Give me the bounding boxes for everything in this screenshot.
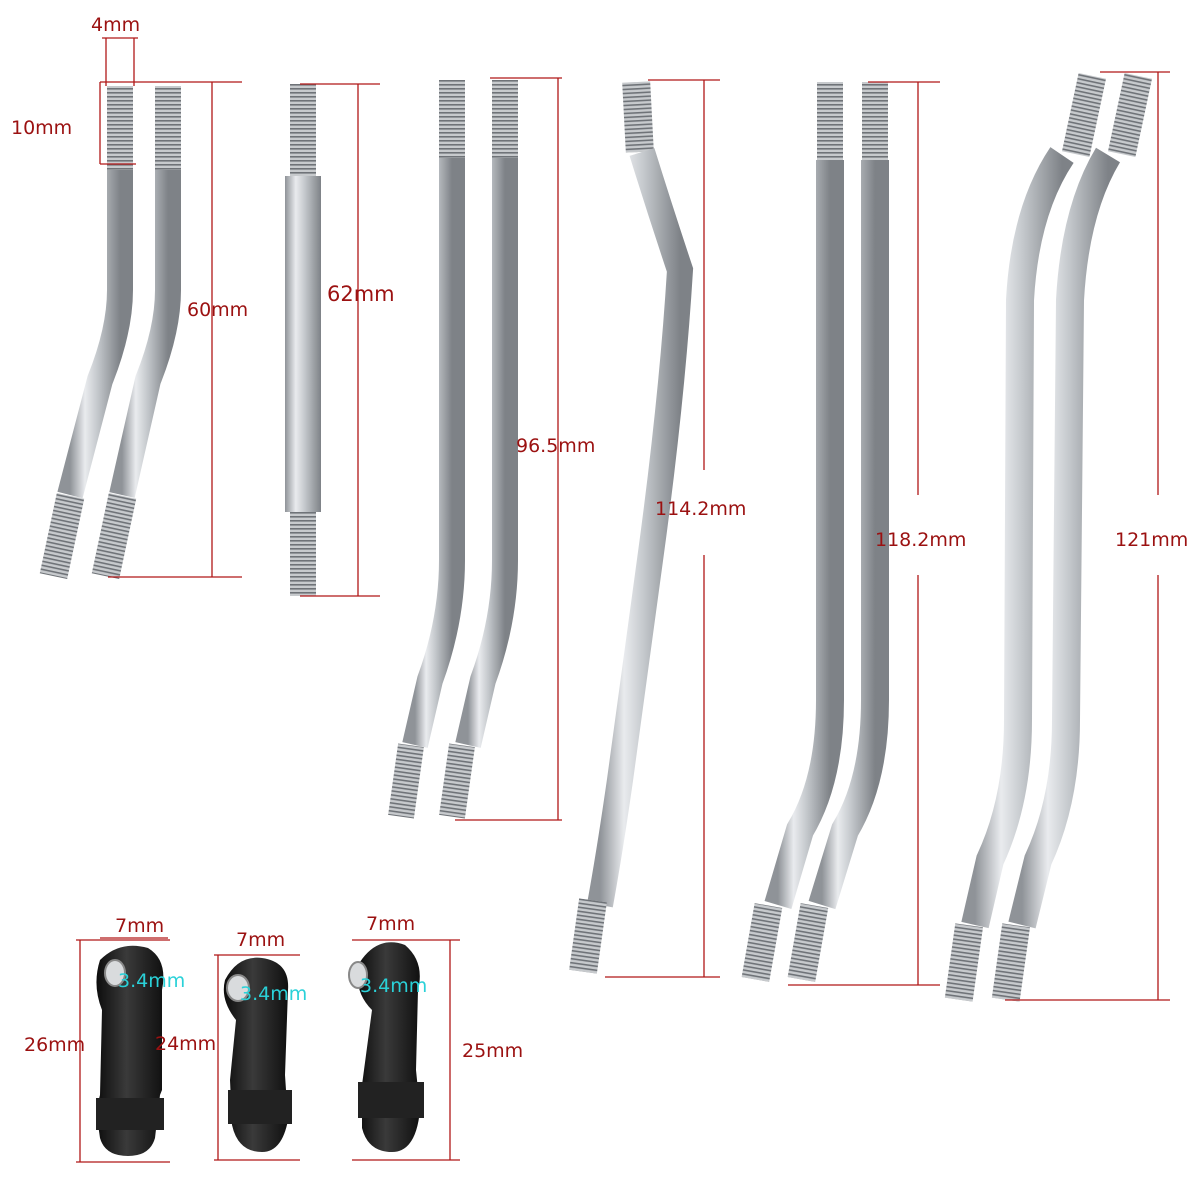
rod-set-96-5mm: 96.5mm	[388, 77, 595, 821]
rod-length-label: 121mm	[1115, 529, 1188, 551]
rod-shaft	[57, 170, 133, 499]
rod-shaft	[961, 147, 1074, 929]
rod-end-hex-collar	[228, 1090, 292, 1124]
rod-end-1: 7mm 3.4mm 26mm	[24, 915, 185, 1163]
rod-shaft	[285, 176, 321, 512]
rod-end-height-label: 24mm	[155, 1033, 216, 1055]
rod-thread-top	[817, 82, 843, 160]
thread-diameter-label: 4mm	[91, 14, 140, 36]
rod-thread-top	[862, 82, 888, 160]
rod-thread-top	[1061, 72, 1107, 158]
rod-end-height-label: 25mm	[462, 1040, 523, 1062]
rod-thread-top	[1107, 72, 1153, 158]
rod-thread-bottom	[290, 512, 316, 596]
rod-end-width-label: 7mm	[236, 929, 285, 951]
rod-thread-bottom	[388, 743, 424, 819]
rod-118-2mm-b	[787, 82, 889, 982]
rod-shaft	[1008, 147, 1121, 929]
rod-96-5mm-a	[388, 80, 465, 819]
rod-shaft	[109, 170, 181, 498]
rod-thread-bottom	[991, 923, 1031, 1002]
rod-thread-top	[439, 80, 465, 158]
rod-set-62mm: 62mm	[285, 83, 395, 597]
rod-end-2: 7mm 3.4mm 24mm	[155, 929, 307, 1161]
rod-thread-bottom	[741, 903, 783, 982]
rod-thread-top	[155, 86, 181, 170]
rod-end-height-label: 26mm	[24, 1034, 85, 1056]
rod-121mm-a	[944, 72, 1107, 1002]
rod-end-hex-collar	[358, 1082, 424, 1118]
rod-96-5mm-b	[439, 80, 518, 819]
rod-set-60mm: 4mm 10mm 60mm	[11, 14, 248, 580]
rod-end-hole-label: 3.4mm	[240, 983, 307, 1005]
rod-length-label: 96.5mm	[516, 435, 595, 457]
rod-end-width-label: 7mm	[366, 913, 415, 935]
rod-thread-bottom	[439, 743, 475, 819]
rod-60mm-b	[91, 86, 181, 580]
rod-shaft	[402, 158, 465, 748]
rod-end-width-label: 7mm	[115, 915, 164, 937]
rod-end-hex-collar	[96, 1098, 164, 1130]
rod-thread-top	[492, 80, 518, 158]
ball-hole	[226, 974, 250, 1002]
rod-length-label: 60mm	[187, 299, 248, 321]
rod-shaft	[764, 160, 844, 909]
rod-set-118-2mm: 118.2mm	[741, 81, 966, 986]
rod-length-label: 114.2mm	[655, 498, 746, 520]
rod-set-114-2mm: 114.2mm	[569, 79, 746, 978]
rod-thread-top	[107, 86, 133, 170]
thread-length-label: 10mm	[11, 117, 72, 139]
rod-thread-bottom	[944, 923, 984, 1002]
rod-thread-top	[622, 81, 654, 153]
rod-thread-bottom	[39, 492, 85, 580]
rod-shaft	[587, 148, 694, 908]
ball-hole	[348, 961, 368, 989]
rod-118-2mm-a	[741, 82, 844, 982]
rod-set-121mm: 121mm	[944, 71, 1188, 1002]
rod-60mm-a	[39, 86, 133, 580]
rod-end-hole-label: 3.4mm	[118, 970, 185, 992]
rod-shaft	[808, 160, 889, 910]
rod-end-3: 7mm 3.4mm 25mm	[348, 913, 523, 1161]
rod-shaft	[455, 158, 518, 748]
rod-length-label: 118.2mm	[875, 529, 966, 551]
rod-121mm-b	[991, 72, 1153, 1002]
rod-length-label: 62mm	[327, 282, 395, 306]
rod-thread-top	[290, 84, 316, 176]
rod-thread-bottom	[787, 903, 829, 982]
rod-thread-bottom	[91, 492, 137, 580]
ball-hole	[104, 959, 126, 987]
rod-end-hole-label: 3.4mm	[360, 975, 427, 997]
rod-thread-bottom	[569, 898, 607, 974]
